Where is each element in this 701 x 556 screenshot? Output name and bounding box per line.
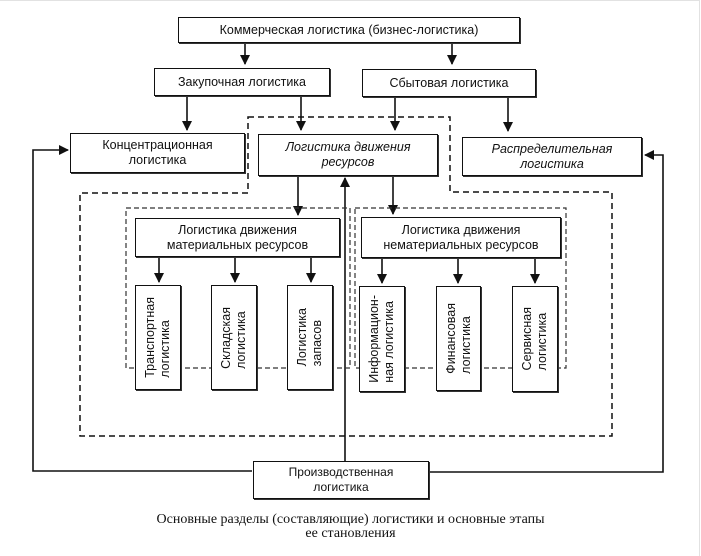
material-resource-flow-label: Логистика движения материальных ресурсов	[166, 222, 309, 252]
inventory-logistics-label: Логистика запасов	[295, 308, 324, 367]
sales-logistics-label: Сбытовая логистика	[389, 75, 509, 90]
warehouse-logistics-box: Складская логистика	[211, 285, 257, 390]
information-logistics-box: Информацион- ная логистика	[359, 286, 405, 392]
sales-logistics-box: Сбытовая логистика	[362, 69, 536, 97]
commercial-logistics-label: Коммерческая логистика (бизнес-логистика…	[219, 22, 479, 37]
material-resource-flow-box: Логистика движения материальных ресурсов	[135, 218, 340, 257]
figure-caption-line1: Основные разделы (составляющие) логистик…	[156, 512, 545, 527]
service-logistics-label: Сервисная логистика	[520, 307, 549, 371]
concentration-logistics-box: Концентрационная логистика	[70, 133, 245, 173]
production-logistics-box: Производственная логистика	[253, 461, 429, 499]
figure-caption-line2: ее становления	[305, 526, 396, 541]
financial-logistics-label: Финансовая логистика	[443, 303, 473, 374]
transport-logistics-label: Транспортная логистика	[143, 297, 172, 378]
information-logistics-label: Информацион- ная логистика	[367, 295, 396, 383]
nonmaterial-resource-flow-label: Логистика движения нематериальных ресурс…	[383, 222, 539, 252]
transport-logistics-box: Транспортная логистика	[135, 285, 181, 390]
production-logistics-label: Производственная логистика	[288, 465, 394, 494]
warehouse-logistics-label: Складская логистика	[219, 306, 248, 369]
concentration-logistics-label: Концентрационная логистика	[102, 138, 213, 167]
distribution-logistics-box: Распределительная логистика	[462, 137, 642, 176]
purchasing-logistics-box: Закупочная логистика	[154, 68, 330, 96]
service-logistics-box: Сервисная логистика	[512, 286, 558, 392]
resource-flow-logistics-box: Логистика движения ресурсов	[258, 134, 438, 176]
purchasing-logistics-label: Закупочная логистика	[178, 74, 306, 89]
commercial-logistics-box: Коммерческая логистика (бизнес-логистика…	[178, 17, 520, 43]
nonmaterial-resource-flow-box: Логистика движения нематериальных ресурс…	[361, 217, 561, 258]
arrow-production-to-concentration	[32, 145, 252, 472]
distribution-logistics-label: Распределительная логистика	[491, 141, 613, 171]
financial-logistics-box: Финансовая логистика	[436, 286, 481, 391]
dashed-boundary-outer	[79, 116, 613, 437]
inventory-logistics-box: Логистика запасов	[287, 285, 333, 390]
resource-flow-logistics-label: Логистика движения ресурсов	[285, 140, 411, 169]
arrow-production-to-distribution	[430, 150, 664, 473]
